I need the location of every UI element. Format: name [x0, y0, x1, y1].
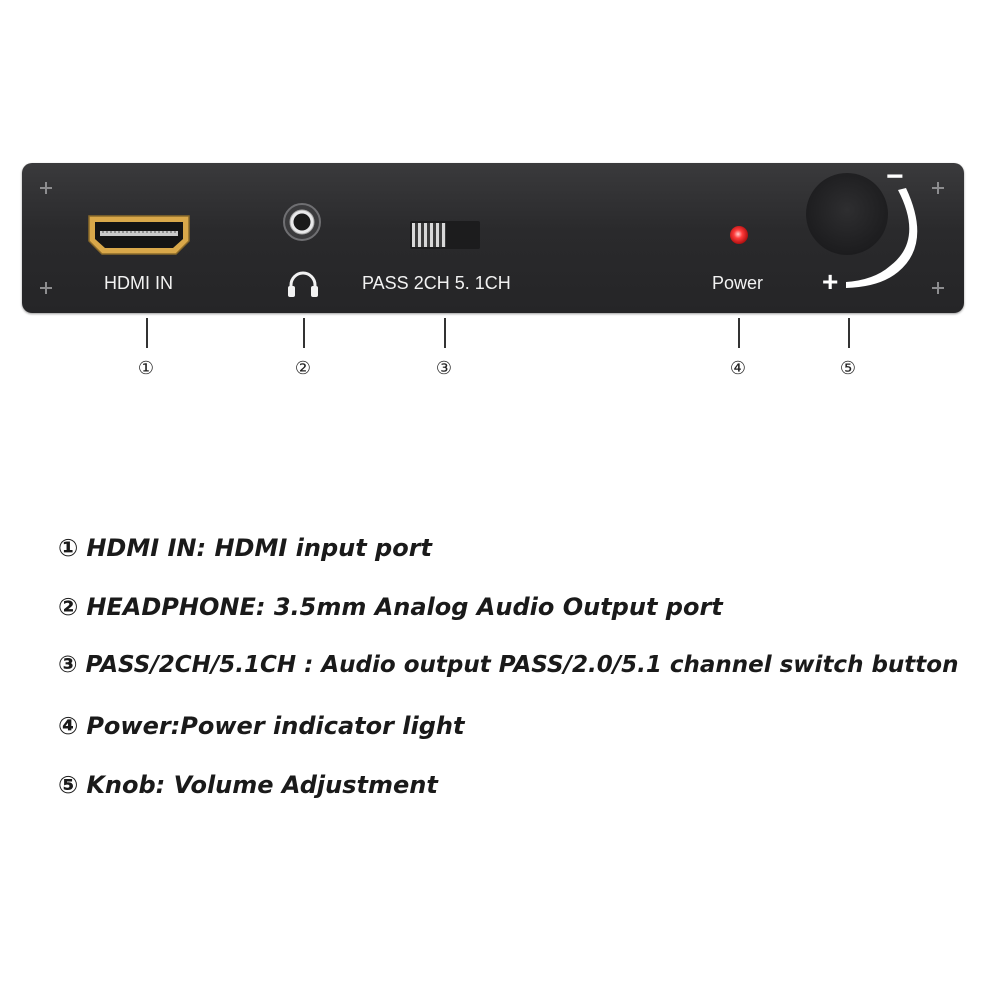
- legend-text: Knob: Volume Adjustment: [86, 771, 438, 799]
- callout-2: ②: [294, 358, 312, 379]
- volume-knob[interactable]: [806, 173, 888, 255]
- legend-number: ⑤: [58, 771, 79, 799]
- legend-text: HEADPHONE: 3.5mm Analog Audio Output por…: [86, 593, 723, 621]
- channel-switch-label: PASS 2CH 5. 1CH: [362, 273, 511, 293]
- legend-text: PASS/2CH/5.1CH : Audio output PASS/2.0/5…: [85, 652, 959, 678]
- channel-switch-thumb[interactable]: [412, 223, 446, 247]
- hdmi-in-label: HDMI IN: [104, 273, 173, 293]
- callout-5: ⑤: [839, 358, 857, 379]
- hdmi-port[interactable]: [86, 213, 192, 257]
- headphone-icon: [288, 271, 318, 297]
- legend-number: ②: [58, 593, 79, 621]
- legend-number: ③: [58, 652, 78, 678]
- leader-line: [146, 318, 148, 348]
- legend-item: ③ PASS/2CH/5.1CH : Audio output PASS/2.0/…: [58, 652, 958, 678]
- channel-switch[interactable]: [410, 221, 480, 249]
- leader-line: [303, 318, 305, 348]
- leader-line: [444, 318, 446, 348]
- leader-line: [848, 318, 850, 348]
- legend-text: HDMI IN: HDMI input port: [86, 534, 433, 562]
- screw-icon: [39, 281, 53, 295]
- callout-1: ①: [137, 358, 155, 379]
- volume-arc-icon: [846, 188, 918, 288]
- callout-3: ③: [435, 358, 453, 379]
- volume-minus-icon: −: [886, 160, 904, 193]
- leader-line: [738, 318, 740, 348]
- power-label: Power: [712, 273, 764, 293]
- screw-icon: [39, 181, 53, 195]
- headphone-jack[interactable]: [282, 202, 322, 242]
- volume-plus-icon: +: [822, 266, 839, 297]
- legend-text: Power:Power indicator light: [86, 712, 465, 740]
- legend-number: ①: [58, 534, 79, 562]
- callout-4: ④: [729, 358, 747, 379]
- power-led: [730, 226, 748, 244]
- screw-icon: [931, 181, 945, 195]
- screw-icon: [931, 281, 945, 295]
- legend-number: ④: [58, 712, 79, 740]
